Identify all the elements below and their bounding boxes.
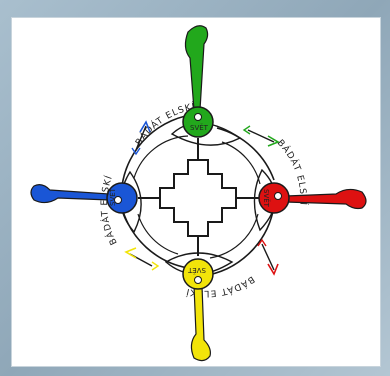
green-eye-text: SVĚT [190,123,209,132]
drawing-canvas: BÁDÁT ELSKÍ BÁDÁT ELSKÍ BÁDÁT ELSKÍ BÁDÁ… [12,18,380,366]
yellow-direction: SVĚT [183,259,213,361]
feather-arrow-green [244,126,278,146]
red-direction: SVĚT [259,183,366,213]
red-eye-text: SVĚT [262,189,271,208]
blue-direction: SVĚT [31,183,137,213]
red-eye-pupil [275,193,282,200]
four-directions-symbol: BÁDÁT ELSKÍ BÁDÁT ELSKÍ BÁDÁT ELSKÍ BÁDÁ… [12,18,380,366]
blue-staff [31,185,110,203]
green-direction: SVĚT [183,26,213,137]
yellow-eye-pupil [195,277,202,284]
stepped-cross [138,138,260,256]
feather-arrow-yellow [126,248,158,270]
feather-arrow-red [258,240,278,274]
green-eye-circle [183,107,213,137]
green-staff [185,26,207,110]
green-eye-pupil [195,114,202,121]
yellow-eye-text: SVĚT [187,266,206,275]
blue-eye-text: SVĚT [108,187,117,206]
